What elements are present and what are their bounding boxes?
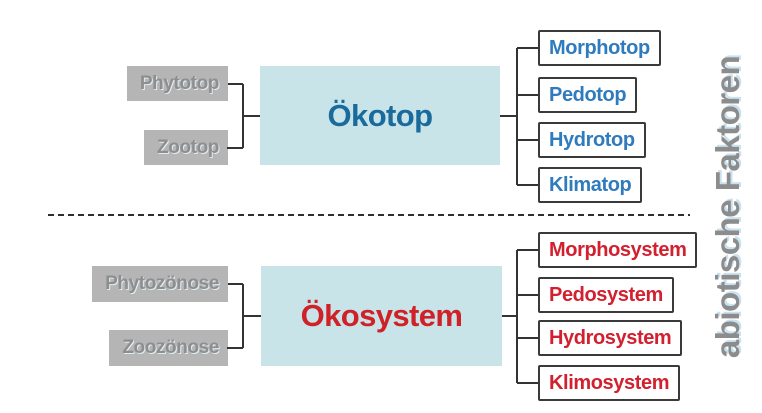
- morphotop-box: Morphotop: [538, 30, 661, 66]
- side-label-text: abiotische Faktoren: [709, 55, 746, 358]
- hydrotop-box: Hydrotop: [538, 122, 646, 158]
- okosystem-box: Ökosystem: [261, 266, 502, 366]
- phytotop-box: Phytotop: [126, 66, 228, 101]
- pedotop-box: Pedotop: [538, 77, 638, 113]
- zoozoenose-box: Zoozönose: [109, 330, 228, 366]
- zootop-box: Zootop: [144, 130, 228, 165]
- klimosystem-box: Klimosystem: [538, 365, 681, 401]
- morphosystem-box: Morphosystem: [538, 232, 698, 268]
- klimatop-box: Klimatop: [538, 167, 643, 203]
- hydrosystem-box: Hydrosystem: [538, 320, 683, 356]
- phytozoenose-box: Phytozönose: [92, 266, 228, 302]
- okotop-box: Ökotop: [260, 66, 500, 165]
- abiotic-factors-side-label: abiotische Faktoren: [694, 0, 762, 413]
- pedosystem-box: Pedosystem: [538, 277, 674, 313]
